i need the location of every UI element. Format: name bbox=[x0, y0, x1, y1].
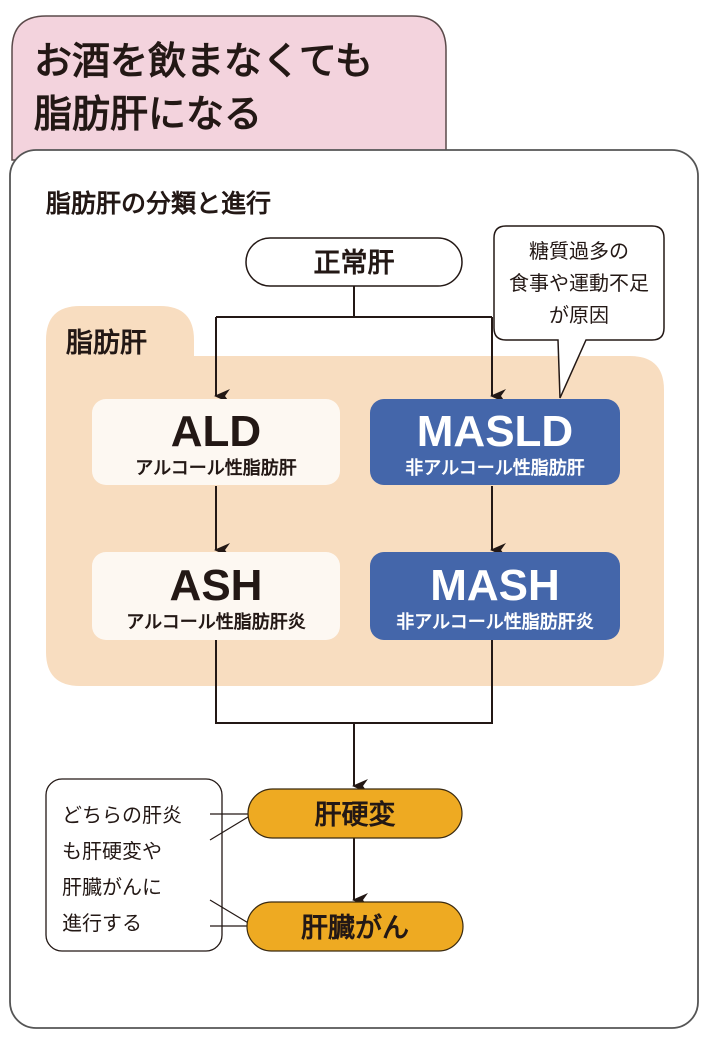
progression-line-1: どちらの肝炎 bbox=[62, 803, 182, 827]
normal-liver-label: 正常肝 bbox=[314, 248, 395, 279]
node-ash bbox=[92, 552, 340, 640]
progression-line-2: も肝硬変や bbox=[62, 839, 162, 863]
node-liver-cancer bbox=[246, 901, 464, 952]
ald-desc: アルコール性脂肪肝 bbox=[135, 457, 296, 479]
title-line-1: お酒を飲まなくても bbox=[34, 39, 373, 83]
ash-desc: アルコール性脂肪肝炎 bbox=[126, 611, 305, 633]
ald-abbr: ALD bbox=[171, 407, 261, 456]
progression-line-4: 進行する bbox=[62, 911, 142, 935]
title-line-2: 脂肪肝になる bbox=[34, 92, 262, 136]
cause-callout: 糖質過多の 食事や運動不足 が原因 bbox=[493, 225, 665, 399]
cause-line-3: が原因 bbox=[549, 303, 609, 327]
node-ald bbox=[92, 399, 340, 485]
mash-desc: 非アルコール性脂肪肝炎 bbox=[396, 611, 593, 633]
title-panel bbox=[11, 15, 447, 161]
masld-desc: 非アルコール性脂肪肝 bbox=[405, 457, 584, 479]
node-cirrhosis bbox=[247, 788, 463, 839]
masld-abbr: MASLD bbox=[417, 407, 573, 456]
cause-line-2: 食事や運動不足 bbox=[509, 271, 649, 295]
diagram-subtitle: 脂肪肝の分類と進行 bbox=[46, 189, 271, 218]
connectors bbox=[214, 286, 506, 907]
node-masld bbox=[370, 399, 620, 485]
cirrhosis-label: 肝硬変 bbox=[315, 799, 396, 831]
progression-callout: どちらの肝炎 も肝硬変や 肝臓がんに 進行する bbox=[45, 778, 254, 952]
cause-line-1: 糖質過多の bbox=[529, 239, 629, 263]
node-normal-liver bbox=[245, 237, 463, 287]
progression-line-3: 肝臓がんに bbox=[62, 875, 162, 899]
ash-abbr: ASH bbox=[170, 561, 263, 610]
mash-abbr: MASH bbox=[430, 561, 560, 610]
liver-cancer-label: 肝臓がん bbox=[301, 912, 409, 944]
fatty-liver-label: 脂肪肝 bbox=[66, 328, 147, 359]
node-mash bbox=[370, 552, 620, 640]
